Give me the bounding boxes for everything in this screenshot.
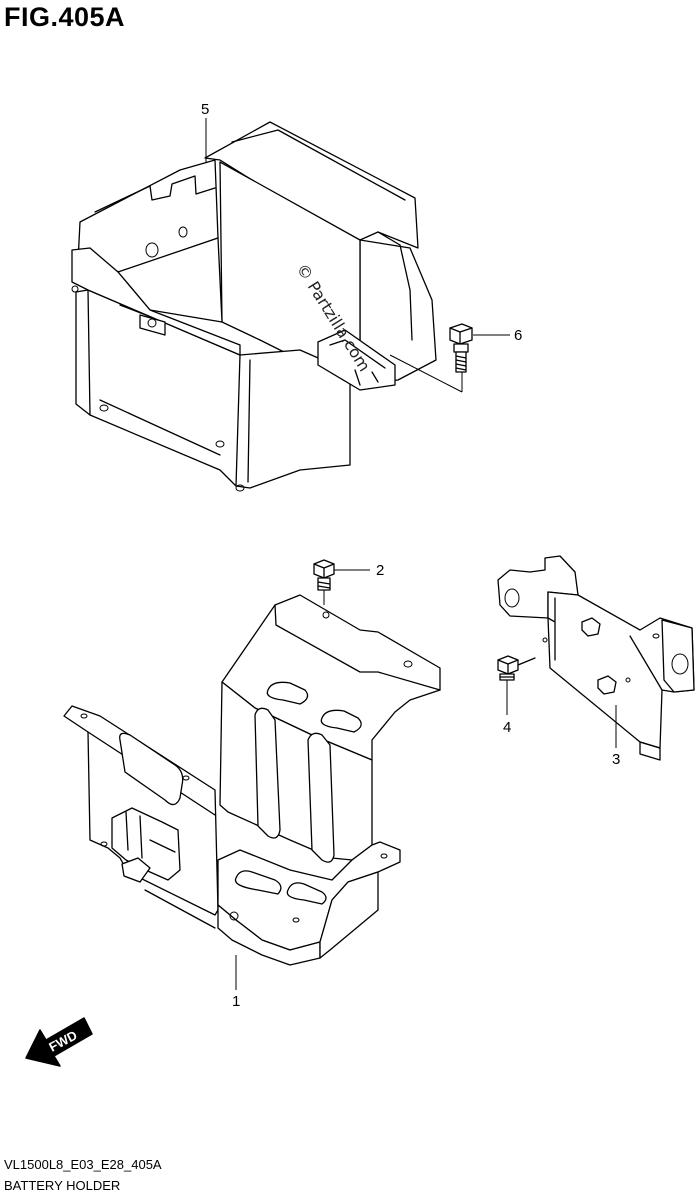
callout-label-3[interactable]: 3 [612,751,620,768]
model-code-label: VL1500L8_E03_E28_405A [4,1157,162,1172]
callout-label-2[interactable]: 2 [376,562,384,579]
figure-title: FIG.405A [4,2,126,32]
side-bracket-part-3[interactable] [497,555,695,761]
callout-label-6[interactable]: 6 [514,327,522,344]
battery-holder-bracket-part-1[interactable] [63,594,441,966]
bolt-part-2[interactable] [313,559,335,591]
callout-label-1[interactable]: 1 [232,993,240,1010]
bolt-axis-line-6b [389,354,463,393]
bolt-part-4[interactable] [497,655,536,681]
callout-label-5[interactable]: 5 [201,101,209,118]
figure-description: BATTERY HOLDER [4,1178,121,1193]
callout-label-4[interactable]: 4 [503,719,511,736]
fwd-arrow-icon: FWD [25,1017,93,1067]
battery-case-part-5[interactable] [71,121,437,492]
bolt-part-6[interactable] [449,323,473,373]
